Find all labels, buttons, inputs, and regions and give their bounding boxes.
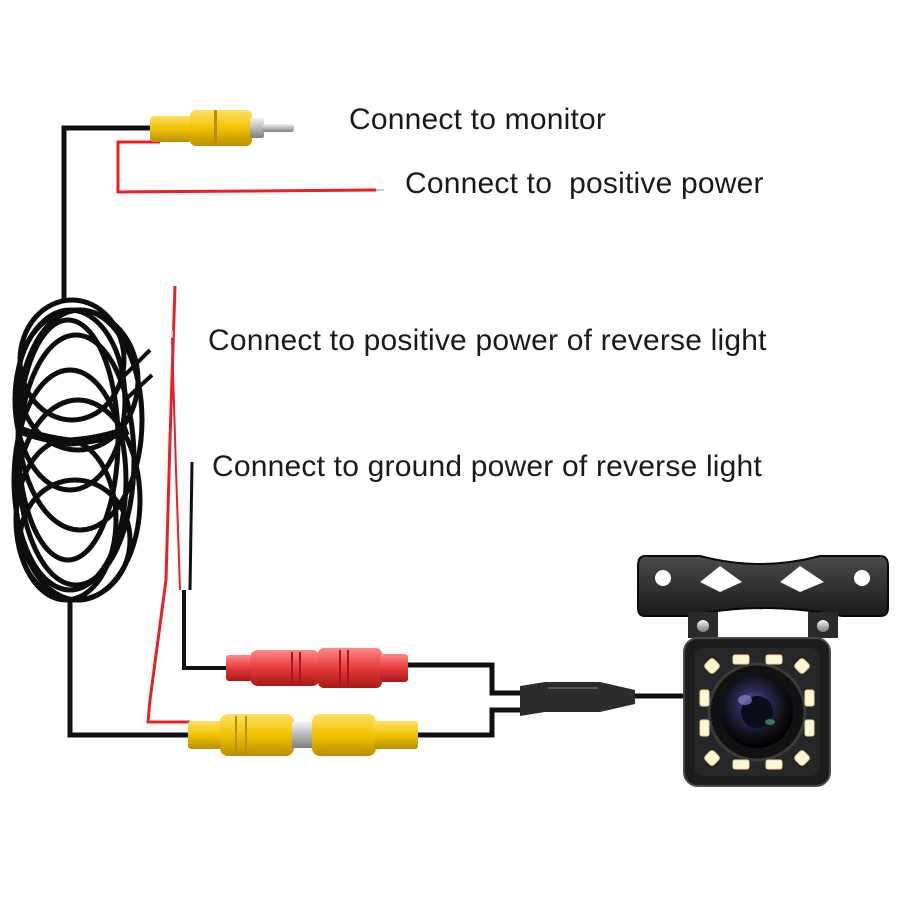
power-connector [226, 648, 408, 688]
label-connect-positive-power: Connect to positive power [405, 167, 764, 200]
label-reverse-light-positive: Connect to positive power of reverse lig… [208, 324, 767, 357]
label-reverse-light-ground: Connect to ground power of reverse light [212, 450, 762, 483]
reverse-light-leads [146, 285, 228, 724]
video-connector [188, 714, 418, 756]
red-power-wire-top [116, 140, 377, 194]
label-connect-monitor: Connect to monitor [349, 103, 607, 136]
rca-plug-monitor [150, 110, 294, 146]
camera-harness [405, 662, 690, 738]
backup-camera [683, 637, 831, 787]
coiled-cable [11, 297, 154, 603]
camera-led-ring [699, 654, 815, 770]
camera-bracket [637, 555, 889, 638]
main-video-cable [61, 125, 195, 738]
harness-splitter [520, 682, 635, 716]
